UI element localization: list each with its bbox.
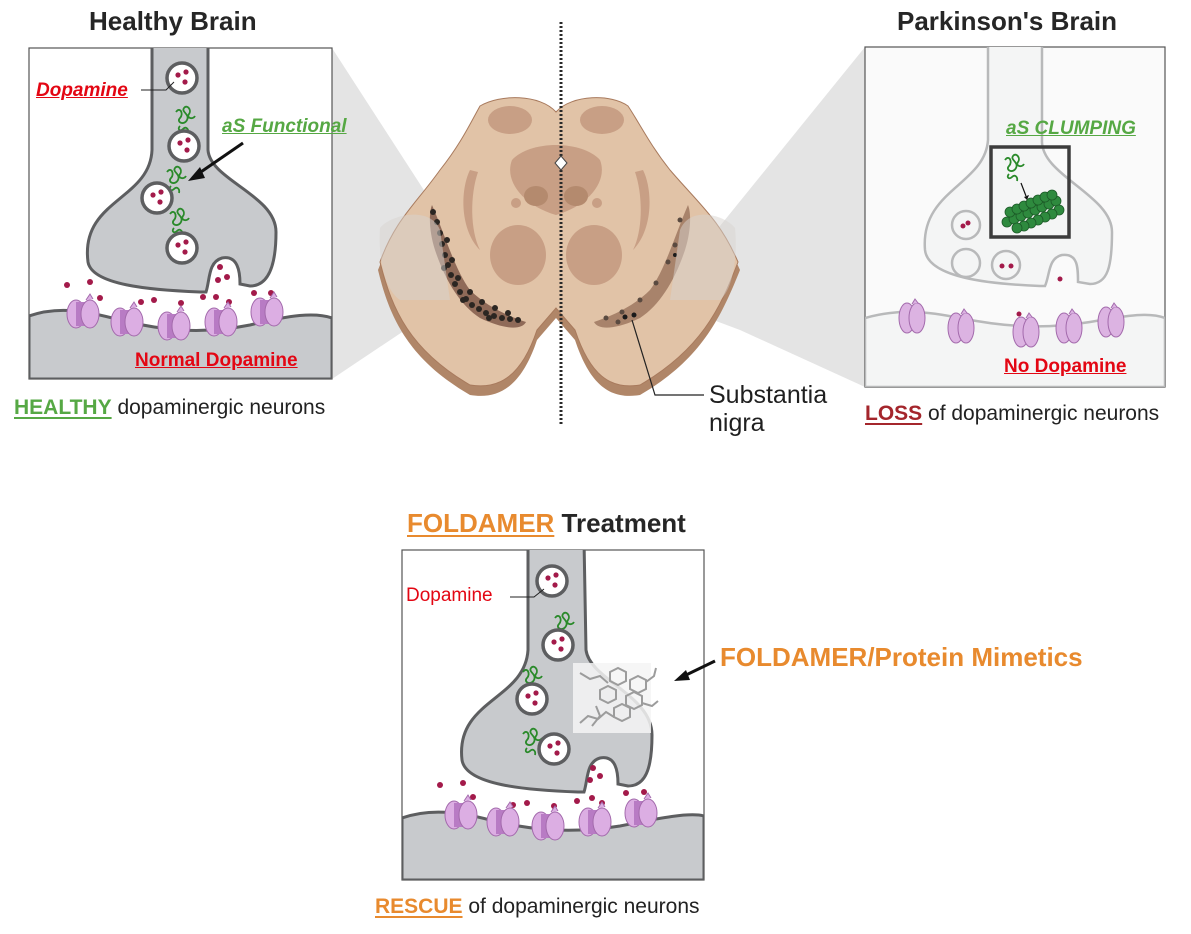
as-aggregate	[1001, 189, 1065, 234]
parkinsons-caption-highlight: LOSS	[865, 402, 923, 425]
healthy-caption-text: dopaminergic neurons	[111, 396, 326, 419]
neuron-cluster-right	[603, 217, 683, 325]
treatment-title: FOLDAMER Treatment	[407, 508, 686, 539]
clumping-inset	[989, 145, 1071, 239]
healthy-brain-title: Healthy Brain	[89, 6, 257, 36]
no-dopamine-label: No Dopamine	[1004, 356, 1127, 377]
treatment-caption-text: of dopaminergic neurons	[462, 895, 700, 918]
substantia-nigra-label: Substantia nigra	[709, 381, 827, 437]
red-nucleus-left	[490, 225, 546, 285]
treatment-caption: RESCUE of dopaminergic neurons	[375, 895, 700, 919]
normal-dopamine-label: Normal Dopamine	[135, 350, 298, 371]
substantia-nigra-line1: Substantia	[709, 381, 828, 409]
treatment-caption-highlight: RESCUE	[375, 895, 463, 918]
center-marker-icon	[554, 155, 568, 171]
treatment-dopamine-label: Dopamine	[406, 585, 493, 606]
foldamer-arrow-head	[674, 670, 690, 681]
colliculus-left	[488, 106, 532, 134]
healthy-caption-highlight: HEALTHY	[14, 396, 112, 419]
substantia-nigra-leader	[631, 319, 704, 396]
parkinsons-caption: LOSS of dopaminergic neurons	[865, 402, 1159, 426]
healthy-dopamine-label: Dopamine	[36, 80, 128, 101]
midbrain-section	[378, 97, 740, 396]
healthy-synapse-panel	[28, 47, 333, 380]
foldamer-mimetics-label: FOLDAMER/Protein Mimetics	[720, 642, 1083, 672]
treatment-title-highlight: FOLDAMER	[407, 508, 555, 538]
parkinsons-synapse-panel	[864, 46, 1166, 388]
parkinsons-brain-title: Parkinson's Brain	[897, 6, 1118, 36]
as-functional-label: aS Functional	[222, 116, 347, 137]
foldamer-molecule	[573, 663, 659, 733]
treatment-synapse-panel	[401, 549, 716, 881]
treatment-title-text: Treatment	[554, 508, 686, 538]
colliculus-right	[580, 106, 624, 134]
red-nucleus-right	[566, 225, 622, 285]
substantia-nigra-right	[594, 205, 691, 328]
as-clumping-label: aS CLUMPING	[1006, 118, 1136, 139]
parkinsons-caption-text: of dopaminergic neurons	[922, 402, 1160, 425]
healthy-caption: HEALTHY dopaminergic neurons	[14, 396, 325, 420]
neuron-cluster-left	[430, 209, 521, 323]
as-arrow-head	[188, 167, 205, 181]
substantia-nigra-line2: nigra	[709, 409, 765, 437]
